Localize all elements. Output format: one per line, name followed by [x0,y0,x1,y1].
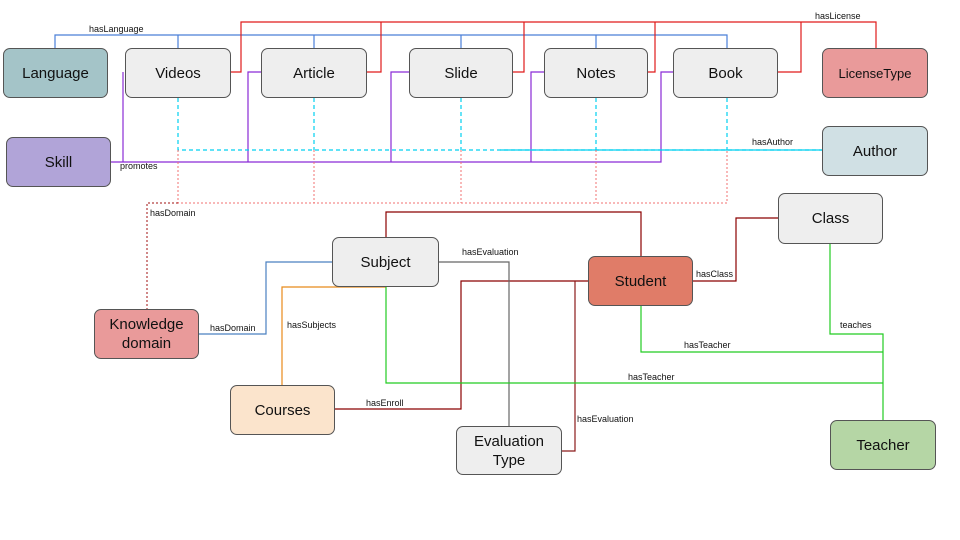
label-hasEvaluation-subject: hasEvaluation [462,247,519,257]
edge-hasSubjects [281,286,386,385]
label-hasTeacher-student: hasTeacher [684,340,731,350]
edge-license-notes [648,22,656,73]
node-language[interactable]: Language [3,48,108,98]
node-videos[interactable]: Videos [125,48,231,98]
edge-promotes-notes [530,71,544,162]
node-notes[interactable]: Notes [544,48,648,98]
node-slide[interactable]: Slide [409,48,513,98]
edge-promotes-main [110,71,673,163]
label-hasEnroll: hasEnroll [366,398,404,408]
edge-hasEnroll [334,280,588,410]
edge-teaches [829,244,884,420]
label-hasEvaluation-student: hasEvaluation [577,414,634,424]
label-hasTeacher-subject: hasTeacher [628,372,675,382]
node-teacher[interactable]: Teacher [830,420,936,470]
edge-subject-student [385,211,642,256]
label-hasSubjects: hasSubjects [287,320,337,330]
edge-hasEvaluation-subject [438,261,510,426]
label-hasDomain-top: hasDomain [150,208,196,218]
edge-promotes-article [247,71,261,162]
node-student[interactable]: Student [588,256,693,306]
label-hasClass: hasClass [696,269,734,279]
edge-promotes [110,71,673,163]
edge-student-links [334,211,778,452]
edge-hasLanguage [54,34,728,48]
label-hasLicense: hasLicense [815,11,861,21]
node-licensetype[interactable]: LicenseType [822,48,928,98]
label-teaches: teaches [840,320,872,330]
node-book[interactable]: Book [673,48,778,98]
edge-hasTeacher-subject [385,287,883,384]
node-knowledge-domain[interactable]: Knowledge domain [94,309,199,359]
edge-hasTeacher-student [640,306,883,353]
label-hasDomain-kd: hasDomain [210,323,256,333]
edge-hasLicense [231,21,877,73]
edge-domain-to-kd [146,202,178,309]
node-class[interactable]: Class [778,193,883,244]
node-evaluation-type[interactable]: Evaluation Type [456,426,562,475]
edge-hasDomain-top [146,150,728,309]
label-hasLanguage: hasLanguage [89,24,144,34]
node-subject[interactable]: Subject [332,237,439,287]
edge-license-book [778,22,802,73]
label-hasAuthor: hasAuthor [752,137,794,147]
edge-author-dashed [177,98,822,151]
node-skill[interactable]: Skill [6,137,111,187]
node-article[interactable]: Article [261,48,367,98]
edge-license-main [231,21,877,73]
edge-hasClass [692,217,778,282]
label-promotes: promotes [120,161,158,171]
edge-hasEvaluation-student [562,281,576,452]
edge-hasDomain-kd [199,261,332,335]
node-author[interactable]: Author [822,126,928,176]
node-courses[interactable]: Courses [230,385,335,435]
edge-license-article [367,22,382,73]
edge-hasAuthor [177,98,822,151]
edge-language-bus [54,34,728,48]
edge-promotes-slide [390,71,409,162]
edge-license-slide [513,22,525,73]
edge-teacher-links [385,244,884,420]
edge-domain-bus [177,150,728,204]
